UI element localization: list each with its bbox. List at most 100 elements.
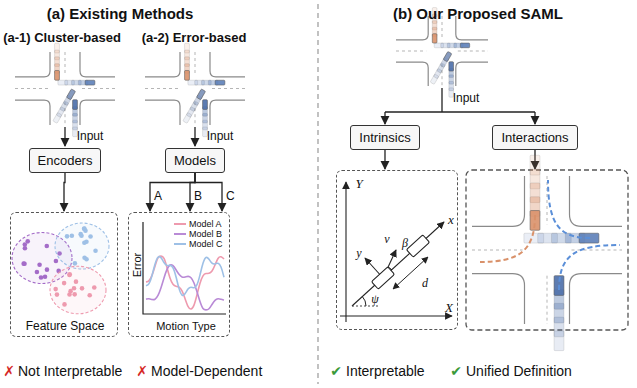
vehicle (73, 100, 78, 110)
lane-marking (82, 88, 115, 89)
road-curb (210, 52, 245, 77)
error-curve (146, 257, 224, 296)
vehicle-x-axis (352, 222, 444, 306)
check-mark: ✔ (450, 364, 462, 379)
feature-point (79, 233, 84, 238)
connector (150, 173, 195, 212)
feature-point (35, 270, 40, 275)
legend-entry: Model A (174, 219, 223, 229)
math-symbol: β (402, 237, 408, 249)
vehicle (460, 43, 469, 48)
feature-point (82, 226, 87, 231)
split-arrow (384, 112, 385, 124)
vehicle (66, 89, 75, 100)
legend-sample (174, 243, 186, 245)
encoder-box: Encoders (29, 148, 102, 173)
input-line (441, 88, 442, 112)
math-symbol: d (422, 277, 428, 289)
box-label: Interactions (501, 130, 568, 145)
feature-point (82, 255, 87, 260)
feature-point (22, 261, 27, 266)
feature-point (53, 287, 58, 292)
math-symbol: Y (355, 177, 362, 190)
error-curve (146, 256, 224, 309)
intrinsics-box: Intrinsics (350, 125, 419, 150)
vehicle-kinematics (340, 182, 452, 322)
interactions-panel (466, 170, 628, 330)
vehicle (85, 80, 95, 85)
subpanel-title: (a-2) Error-based (142, 31, 247, 45)
input-arrow (194, 127, 195, 146)
split-line (385, 111, 535, 112)
road-curb (472, 176, 525, 226)
vehicle (372, 267, 395, 289)
vehicle (432, 34, 437, 43)
panel-title: (b) Our Proposed SAML (393, 6, 563, 23)
feature-point (70, 233, 75, 238)
vehicle (55, 70, 60, 80)
feature-point (87, 293, 92, 298)
vehicle (215, 80, 225, 85)
feature-point (72, 292, 77, 297)
connector (384, 150, 385, 170)
global-x-axis (340, 315, 452, 316)
input-label: Input (453, 92, 480, 105)
math-symbol: v (384, 233, 389, 245)
road-curb (456, 62, 488, 86)
predicted-trajectory (559, 245, 620, 290)
input-label: Input (207, 130, 234, 143)
road-curb (570, 274, 623, 324)
branch-label: C (225, 190, 236, 203)
road-curb (570, 176, 623, 226)
feature-point (65, 234, 70, 239)
feature-point (39, 275, 44, 280)
drawback-label: Not Interpretable (18, 364, 122, 379)
drawback-label: Model-Dependent (151, 364, 262, 379)
feature-point (93, 248, 98, 253)
road-curb (80, 52, 115, 77)
box-label: Models (174, 153, 216, 168)
connector (63, 173, 65, 212)
subpanel-title: (a-1) Cluster-based (3, 31, 121, 45)
lane-marking (572, 250, 623, 251)
feature-point (84, 239, 89, 244)
vehicle (196, 89, 205, 100)
intrinsics-panel: YXxyvβdψ (336, 170, 458, 330)
distance-line (393, 257, 428, 289)
feature-point (92, 285, 97, 290)
road-curb (80, 100, 115, 125)
vehicle (449, 62, 454, 71)
legend-sample (174, 223, 186, 225)
legend-label: Model C (189, 239, 223, 249)
road-curb (472, 274, 525, 324)
feature-point (88, 234, 93, 239)
panel-title: (a) Existing Methods (47, 6, 194, 23)
intersection-scene (145, 43, 245, 136)
intersection-scene (15, 43, 115, 136)
feature-point (74, 279, 79, 284)
road-curb (396, 62, 428, 86)
box-label: Encoders (38, 153, 93, 168)
lane-marking (547, 276, 548, 324)
feature-point (37, 262, 42, 267)
interaction-scene (472, 155, 622, 350)
cluster-outline (55, 223, 109, 269)
feature-point (21, 261, 26, 266)
math-symbol: x (448, 213, 454, 226)
interactions-box: Interactions (492, 125, 577, 150)
split-arrow (534, 112, 535, 124)
legend-entry: Model C (174, 239, 223, 249)
panel-label: Feature Space (26, 320, 105, 332)
error-curve (146, 265, 224, 310)
panel-label: Error (132, 253, 143, 277)
branch-label: A (153, 190, 163, 203)
vehicle (203, 100, 208, 110)
feature-point (73, 261, 78, 266)
legend-entry: Model B (174, 229, 223, 239)
feature-point (45, 267, 50, 272)
lane-marking (195, 52, 196, 75)
road-curb (15, 100, 50, 125)
math-symbol: ψ (371, 293, 378, 305)
vehicle (443, 51, 452, 61)
